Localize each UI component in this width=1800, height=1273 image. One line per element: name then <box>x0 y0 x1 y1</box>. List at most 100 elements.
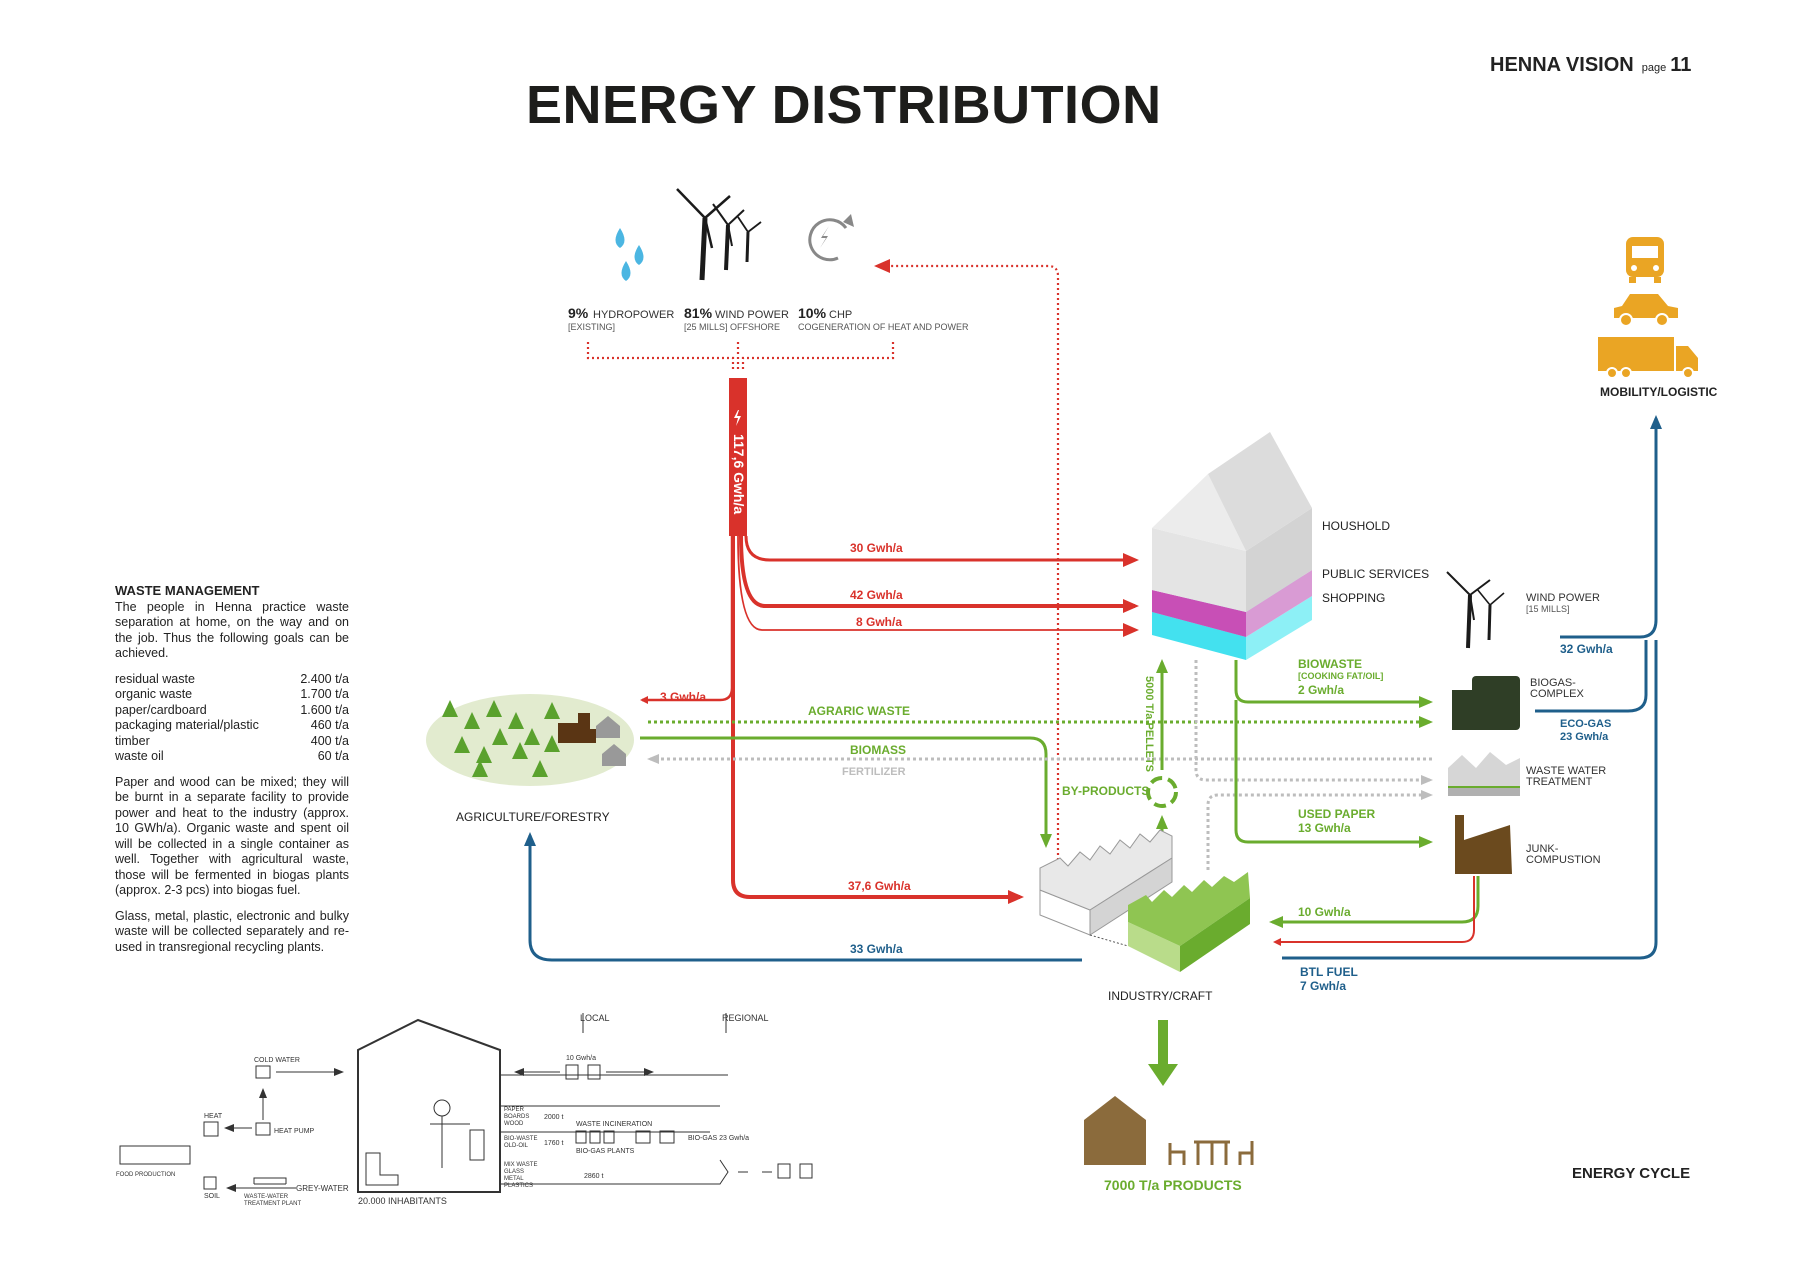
wind-32-label: 32 Gwh/a <box>1560 642 1613 656</box>
food-production-label: FOOD PRODUCTION <box>116 1172 175 1178</box>
page-title: ENERGY DISTRIBUTION <box>526 75 1162 135</box>
t1760-label: 1760 t <box>544 1140 564 1147</box>
ten-gwh-label: 10 Gwh/a <box>1298 905 1351 919</box>
waste-management-title: WASTE MANAGEMENT <box>115 583 260 598</box>
t2860-label: 2860 t <box>584 1173 604 1180</box>
wind-power-15-icon <box>1446 571 1505 649</box>
used-paper-label: USED PAPER <box>1298 807 1375 821</box>
source-hydropower: 9% HYDROPOWER [EXISTING] <box>568 305 674 332</box>
energy-cycle-mini-labels: LOCAL REGIONAL COLD WATER HEAT HEAT PUMP… <box>116 1013 769 1207</box>
source-sub: COGENERATION OF HEAT AND POWER <box>798 322 969 332</box>
btl-fuel-label: BTL FUEL <box>1300 965 1358 979</box>
eco-gas-value: 23 Gwh/a <box>1560 731 1609 743</box>
bio-waste-label: BIO-WASTE <box>504 1136 537 1142</box>
source-wind: 81% WIND POWER [25 MILLS] OFFSHORE <box>684 305 789 332</box>
biowaste-label: BIOWASTE <box>1298 657 1362 671</box>
waste-row: packaging material/plastic 460 t/a <box>115 718 349 734</box>
junk-label: JUNK- <box>1526 843 1559 855</box>
pellets-label: 5000 T/a PELLETS <box>1143 676 1155 772</box>
junk-to-industry-red <box>1273 876 1475 946</box>
wind-power-icon <box>676 188 762 281</box>
waste-paragraph-2: Paper and wood can be mixed; they will b… <box>115 774 349 898</box>
energy-cycle-label: ENERGY CYCLE <box>1572 1165 1690 1182</box>
eco-gas-label: ECO-GAS <box>1560 718 1611 730</box>
biogas-label: BIOGAS- <box>1530 677 1576 689</box>
car-icon <box>1614 294 1678 327</box>
junk-combustion-icon <box>1455 815 1512 874</box>
recycle-icon <box>1146 776 1178 808</box>
source-pct: 9% <box>568 305 589 321</box>
waste-management-panel: WASTE MANAGEMENT The people in Henna pra… <box>115 583 349 965</box>
chp-return-line <box>874 259 1060 875</box>
agriculture-label: AGRICULTURE/FORESTRY <box>456 810 610 824</box>
hydropower-icon <box>615 228 644 281</box>
biowaste-line <box>1234 660 1433 708</box>
plastics-label: PLASTICS <box>504 1183 533 1189</box>
local-label: LOCAL <box>580 1013 610 1023</box>
waste-value: 60 t/a <box>317 749 349 763</box>
agri-33-label: 33 Gwh/a <box>850 942 903 956</box>
waste-value: 1.700 t/a <box>300 687 349 701</box>
gray-waste-water-lines <box>1194 660 1433 870</box>
biogas-plants-label: BIO-GAS PLANTS <box>576 1148 635 1155</box>
soil-label: SOIL <box>204 1193 220 1200</box>
agraric-waste-label: AGRARIC WASTE <box>808 704 910 718</box>
waste-value: 460 t/a <box>310 718 349 732</box>
cold-water-label: COLD WATER <box>254 1057 300 1064</box>
wwtp-label: WASTE-WATER <box>244 1194 289 1200</box>
biogas-label-2: COMPLEX <box>1530 688 1584 700</box>
source-name: CHP <box>829 309 852 321</box>
boards-label: BOARDS <box>504 1114 529 1120</box>
fertilizer-label: FERTILIZER <box>842 766 906 778</box>
waste-water-label-2: TREATMENT <box>1526 776 1593 788</box>
source-collector-lines <box>586 342 895 372</box>
bus-icon <box>1626 237 1664 283</box>
page-number: 11 <box>1670 54 1692 76</box>
biogas-complex-icon <box>1452 676 1520 730</box>
waste-name: packaging material/plastic <box>115 718 259 732</box>
source-pct: 10% <box>798 305 827 321</box>
paper-label: PAPER <box>504 1107 525 1113</box>
waste-value: 2.400 t/a <box>300 671 349 686</box>
inhabitants-label: 20.000 INHABITANTS <box>358 1196 447 1206</box>
source-pct: 81% <box>684 305 713 321</box>
source-sub: [EXISTING] <box>568 322 615 332</box>
flow-public-label: 42 Gwh/a <box>850 588 903 602</box>
waste-water-treatment-icon <box>1448 752 1520 796</box>
glass-label: GLASS <box>504 1169 524 1175</box>
biomass-line <box>640 736 1052 848</box>
source-sub: [25 MILLS] OFFSHORE <box>684 322 780 332</box>
biomass-label: BIOMASS <box>850 743 906 757</box>
waste-row: organic waste 1.700 t/a <box>115 687 349 703</box>
waste-name: timber <box>115 733 150 748</box>
brand-name: HENNA VISION <box>1490 54 1634 76</box>
grey-water-label: GREY-WATER <box>296 1184 349 1193</box>
biowaste-sub: [COOKING FAT/OIL] <box>1298 671 1383 681</box>
junk-label-2: COMPUSTION <box>1526 854 1601 866</box>
mobility-label: MOBILITY/LOGISTIC <box>1600 385 1718 399</box>
truck-icon <box>1598 337 1698 379</box>
regional-label: REGIONAL <box>722 1013 769 1023</box>
waste-name: paper/cardboard <box>115 702 207 717</box>
lightning-icon <box>734 410 741 426</box>
industry-building <box>1039 829 1250 972</box>
page-label: page <box>1641 62 1667 74</box>
main-flow-label: 117,6 Gwh/a <box>731 434 747 514</box>
biogas-23-label: BIO-GAS 23 Gwh/a <box>688 1135 749 1142</box>
used-paper-line <box>1234 700 1433 848</box>
flow-shopping-label: 8 Gwh/a <box>856 615 902 629</box>
industry-label: INDUSTRY/CRAFT <box>1108 989 1213 1003</box>
chp-icon <box>808 214 854 262</box>
products-arrow-head <box>1148 1064 1178 1086</box>
products-icon <box>1084 1096 1254 1165</box>
waste-name: organic waste <box>115 687 193 701</box>
energy-cycle-mini <box>119 1013 813 1193</box>
cycle-ten-gwh-label: 10 Gwh/a <box>566 1055 596 1062</box>
